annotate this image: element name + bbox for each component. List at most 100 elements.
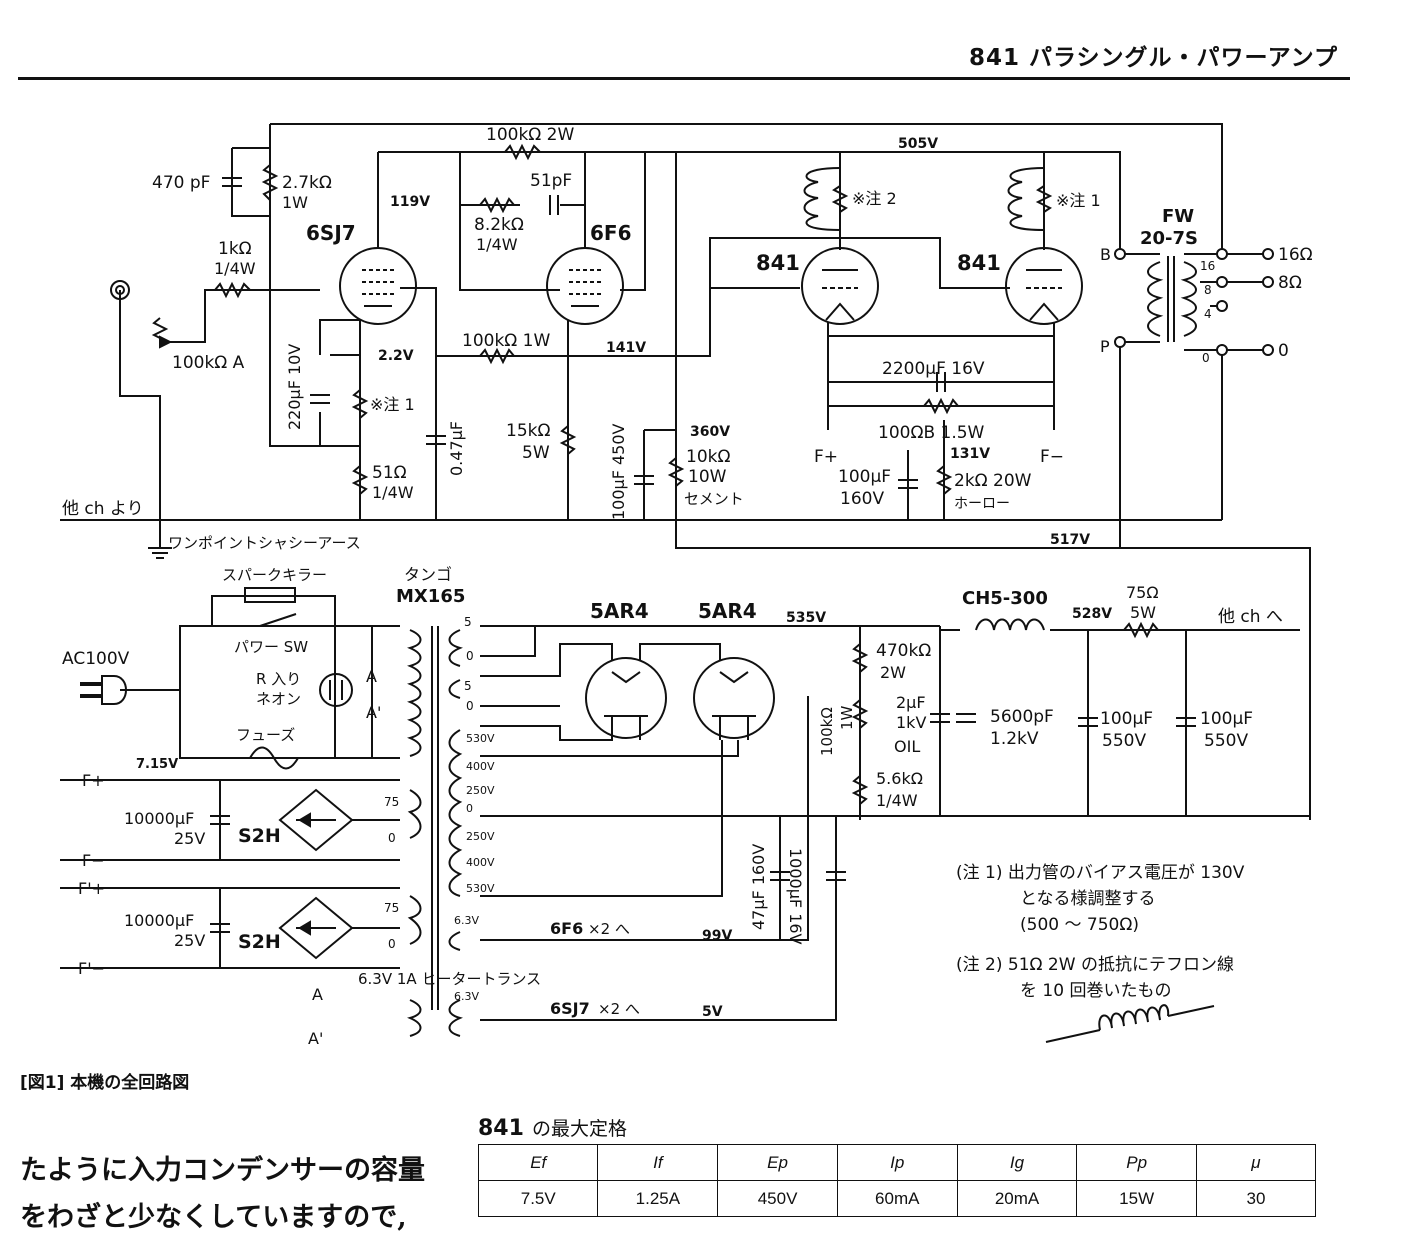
label-r470k: 470kΩ <box>876 641 931 661</box>
label-r1k-w: 1/4W <box>214 259 256 278</box>
label-c1000u: 1000μF 16V <box>786 848 805 945</box>
table-cell: 60mA <box>836 1180 958 1217</box>
label-r75-w: 5W <box>1130 603 1156 622</box>
label-c100u450: 100μF 450V <box>609 423 628 520</box>
label-to-6sj7: 6SJ7 <box>550 999 590 1018</box>
label-fw: FW <box>1162 206 1194 227</box>
label-c047: 0.47μF <box>447 421 466 476</box>
circuit-schematic: 6SJ7 6F6 841 841 5AR4 5AR4 505V 119V 2.2… <box>60 123 1313 1048</box>
table-header-cell: Ip <box>836 1144 958 1181</box>
label-heater-a: A <box>312 985 323 1004</box>
tube-841-right <box>1005 247 1083 325</box>
table-cell: 1.25A <box>597 1180 719 1217</box>
label-c100u160: 100μF <box>838 467 891 487</box>
label-fuse: フューズ <box>236 726 295 744</box>
label-tap8: 8 <box>1204 283 1212 297</box>
plate-coil-left <box>803 167 841 231</box>
label-c100u550b-v: 550V <box>1204 731 1248 751</box>
label-t75a: 75 <box>384 795 399 809</box>
tube-5ar4-left <box>585 657 667 740</box>
label-fminus-841: F− <box>1040 447 1064 467</box>
ac-plug-icon <box>80 675 127 705</box>
choke-coil <box>975 618 1045 631</box>
label-r51: 51Ω <box>372 463 407 483</box>
label-heater-a2: A' <box>308 1029 323 1048</box>
label-pt250a: 250V <box>466 784 495 797</box>
label-pt63: 6.3V <box>454 914 479 927</box>
teflon-coil-icon <box>1045 1004 1215 1043</box>
label-r100b: 100ΩB 1.5W <box>878 423 985 443</box>
label-t0b: 0 <box>388 937 396 951</box>
label-r2k-t: ホーロー <box>954 496 1010 512</box>
label-pt530a: 530V <box>466 732 495 745</box>
label-r100k1w: 100kΩ 1W <box>462 331 551 351</box>
label-tube-841-right: 841 <box>957 251 1001 275</box>
voltage-2-2: 2.2V <box>378 348 414 364</box>
label-c5600-v: 1.2kV <box>990 729 1039 749</box>
label-f-minus: F− <box>82 851 105 870</box>
label-pt400a: 400V <box>466 760 495 773</box>
label-pt5b: 5 <box>464 679 472 693</box>
label-pt0b: 0 <box>466 699 474 713</box>
label-c2200: 2200μF 16V <box>882 359 985 379</box>
label-s2h-a: S2H <box>238 825 281 847</box>
capacitors-amp <box>222 177 946 489</box>
voltage-7-15: 7.15V <box>136 757 178 772</box>
label-r75: 75Ω <box>1126 583 1159 602</box>
table-header-cell: Ig <box>956 1144 1078 1181</box>
label-to-other-ch: 他 ch へ <box>1218 607 1283 627</box>
table-header-cell: If <box>597 1144 719 1181</box>
label-r51-w: 1/4W <box>372 483 414 502</box>
table-cell: 20mA <box>956 1180 1078 1217</box>
note-line-1: (注 1) 出力管のバイアス電圧が 130V <box>956 863 1245 883</box>
table-header-cell: Pp <box>1076 1144 1197 1181</box>
label-r10k-w: 10W <box>688 467 727 487</box>
label-c47u: 47μF 160V <box>749 844 768 930</box>
label-tap16: 16 <box>1200 259 1215 273</box>
label-r82k-w: 1/4W <box>476 235 518 254</box>
label-r15k: 15kΩ <box>506 421 550 441</box>
ratings-table-model: 841 <box>478 1116 524 1141</box>
label-c10000b-v: 25V <box>174 931 205 950</box>
note-line-3: (500 ～ 750Ω) <box>1020 915 1139 935</box>
table-cell: 15W <box>1076 1180 1197 1217</box>
tube-6sj7 <box>339 247 417 325</box>
label-tube-6f6: 6F6 <box>590 221 632 245</box>
voltage-119: 119V <box>390 194 430 210</box>
label-tube-5ar4-left: 5AR4 <box>590 599 649 623</box>
label-to-6sj7-t: ×2 へ <box>598 1000 640 1018</box>
label-r100k1wb: 100kΩ <box>818 707 836 756</box>
label-tube-841-left: 841 <box>756 251 800 275</box>
label-spk0: 0 <box>1278 341 1289 361</box>
label-tap-b: B <box>1100 245 1111 264</box>
label-note2-r: ※注 2 <box>852 189 897 208</box>
label-fw-20-7s: 20-7S <box>1140 228 1198 249</box>
header-rule <box>18 77 1350 80</box>
label-tango: タンゴ <box>404 565 452 584</box>
label-c470p: 470 pF <box>152 173 210 193</box>
label-ac100v: AC100V <box>62 649 130 669</box>
label-r82k: 8.2kΩ <box>474 215 524 235</box>
voltage-5: 5V <box>702 1004 723 1020</box>
table-row: 7.5V 1.25A 450V 60mA 20mA 15W 30 <box>477 1180 1317 1217</box>
label-tap-p: P <box>1100 337 1110 356</box>
label-a-psu: A <box>366 667 377 686</box>
label-pt250b: 250V <box>466 830 495 843</box>
label-pt530b: 530V <box>466 882 495 895</box>
table-header-cell: Ep <box>717 1144 838 1181</box>
ratings-table: Ef If Ep Ip Ig Pp μ 7.5V 1.25A 450V 60mA… <box>477 1144 1317 1217</box>
label-c2u-v: 1kV <box>896 713 926 732</box>
table-cell: 450V <box>717 1180 838 1217</box>
table-header-row: Ef If Ep Ip Ig Pp μ <box>477 1144 1317 1181</box>
label-heater-transformer: 6.3V 1A ヒータートランス <box>358 970 541 988</box>
label-fplus-841: F+ <box>814 447 838 467</box>
label-r27k-w: 1W <box>282 193 308 212</box>
body-text-line: をわざと少なくしていますので, <box>20 1202 407 1233</box>
voltage-131: 131V <box>950 446 990 462</box>
label-c100u550a-v: 550V <box>1102 731 1146 751</box>
power-switch-icon <box>259 613 297 627</box>
label-pt5a: 5 <box>464 615 472 629</box>
resistors-amp <box>151 143 1053 495</box>
label-vr100k: 100kΩ A <box>172 353 245 373</box>
body-text-line: たように入力コンデンサーの容量 <box>20 1155 425 1186</box>
